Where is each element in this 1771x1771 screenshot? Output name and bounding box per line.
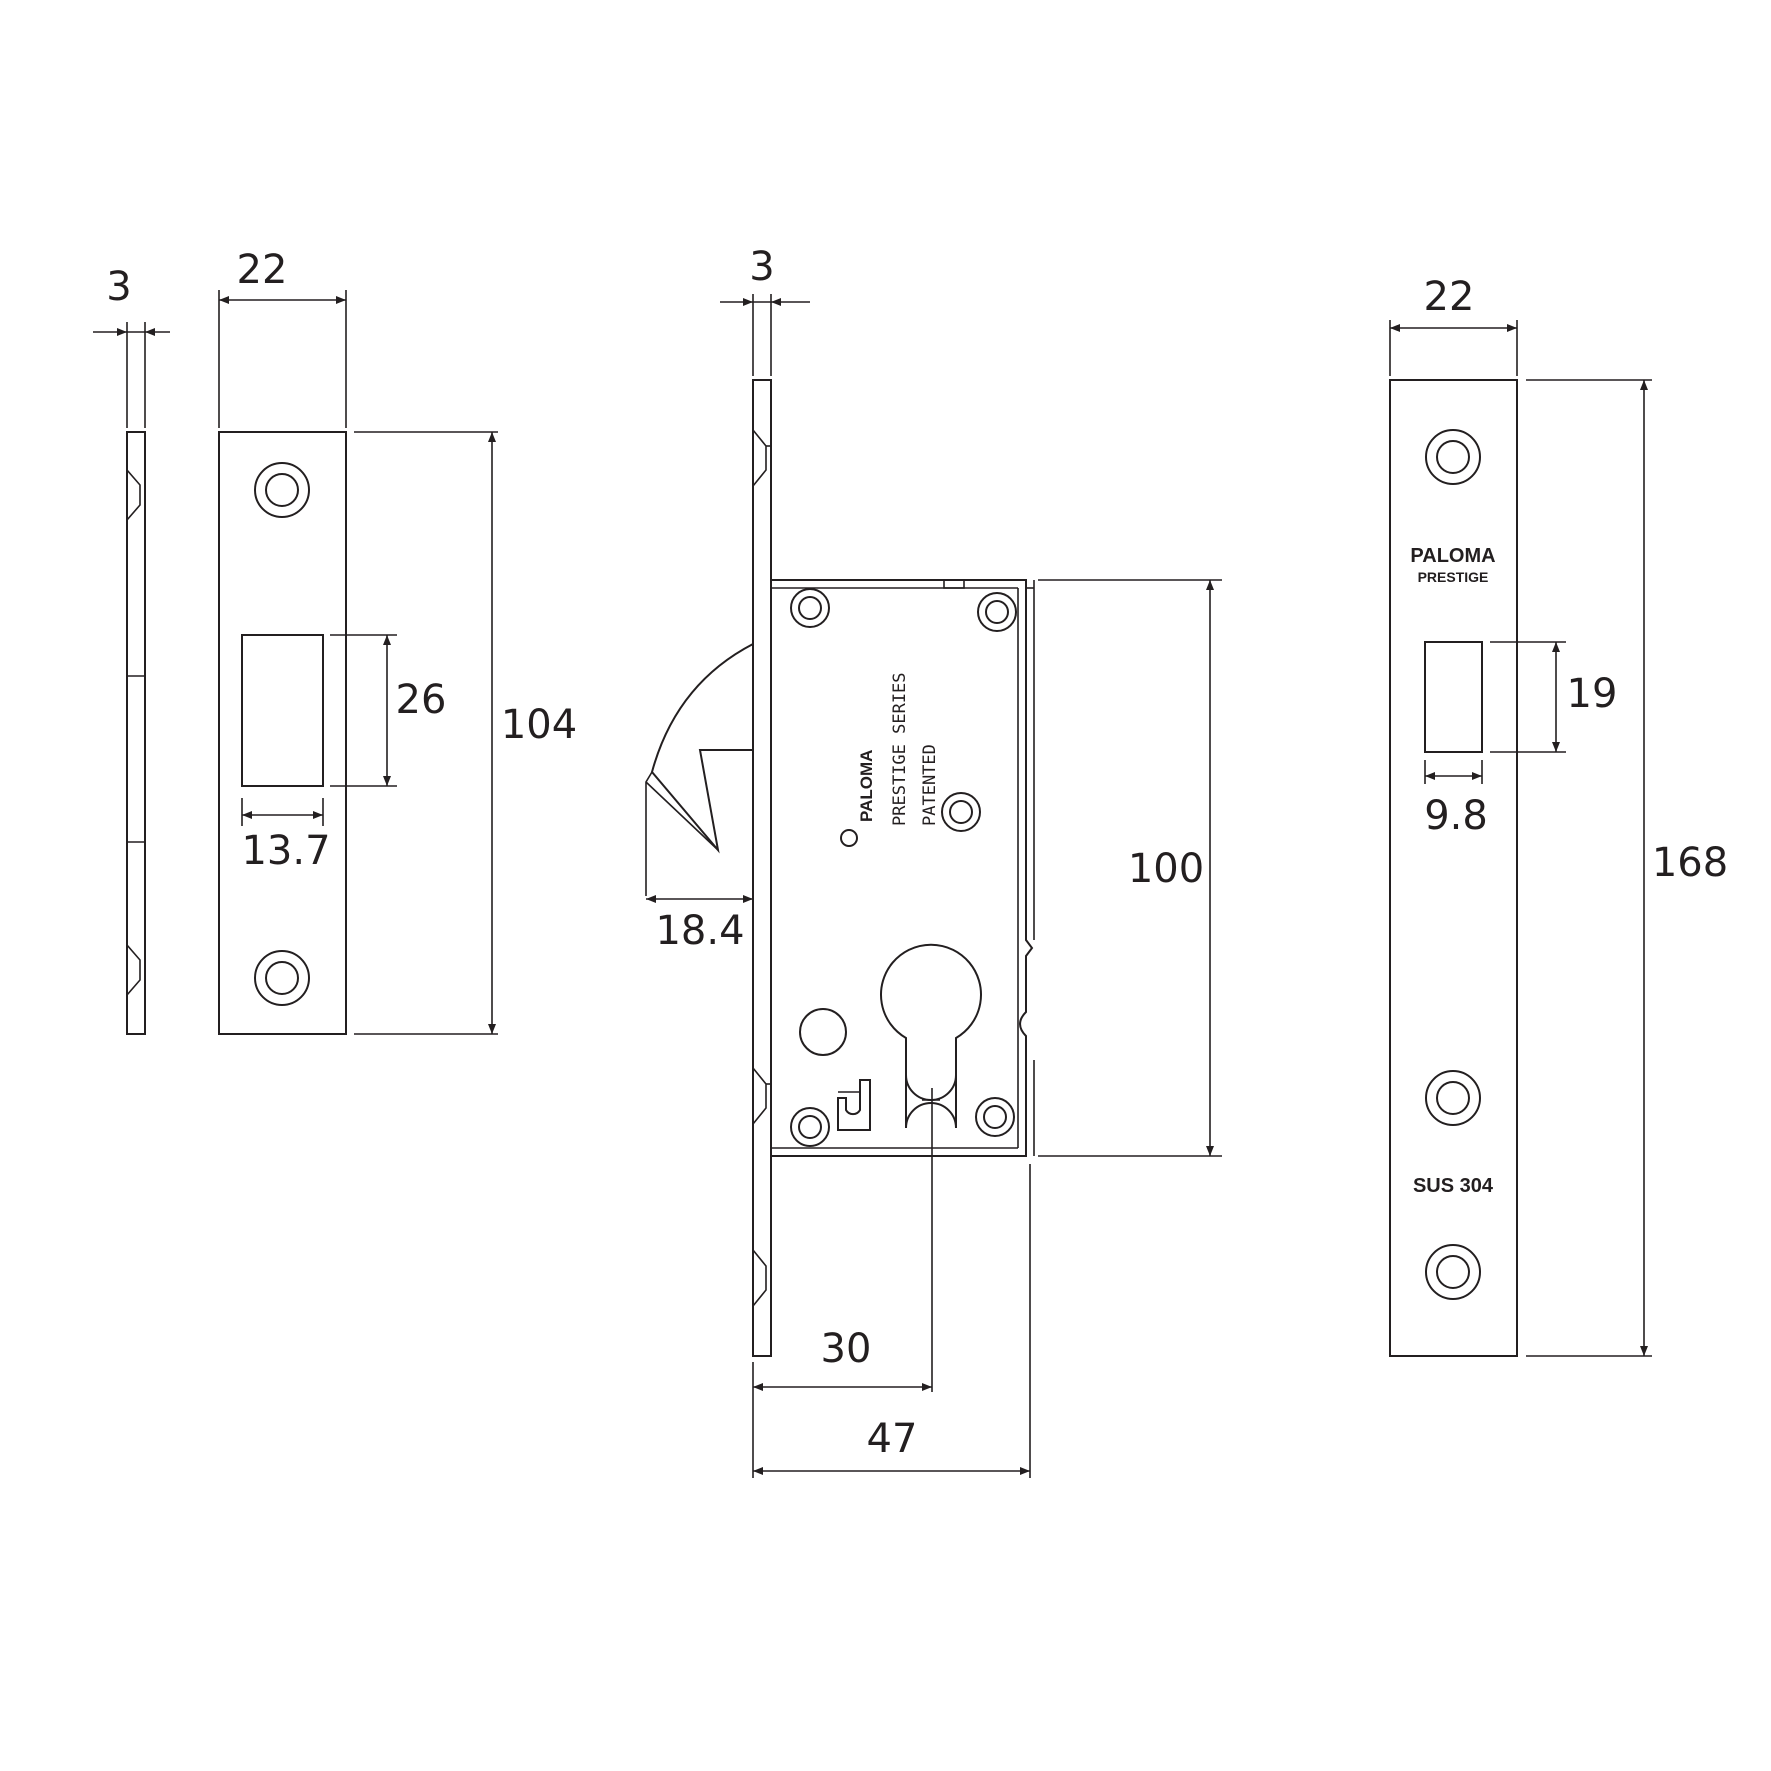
latch-opening-width-label: 9.8 bbox=[1424, 793, 1488, 839]
lock-body-view: PALOMA PRESTIGE SERIES PATENTED 3 18.4 1… bbox=[645, 244, 1222, 1478]
case-screw-hole-bottom-right bbox=[975, 1097, 1015, 1137]
strike-plate-front-view: 22 26 13.7 104 bbox=[218, 247, 577, 1035]
faceplate-screw-hole-1 bbox=[1425, 429, 1481, 485]
faceplate-series: PRESTIGE bbox=[1418, 569, 1489, 585]
strike-opening bbox=[241, 634, 324, 787]
latch-opening bbox=[1424, 641, 1483, 753]
strike-opening-width-label: 13.7 bbox=[241, 828, 330, 874]
strike-screw-hole-bottom bbox=[254, 950, 310, 1006]
case-screw-hole-top-right bbox=[977, 592, 1017, 632]
latch-opening-height-label: 19 bbox=[1567, 671, 1618, 717]
faceplate-screw-hole-2 bbox=[1425, 1070, 1481, 1126]
lock-faceplate-edge bbox=[752, 379, 772, 1357]
strike-opening-height-label: 26 bbox=[396, 677, 447, 723]
case-patented-text: PATENTED bbox=[920, 744, 940, 826]
case-spindle-hole bbox=[799, 1008, 847, 1056]
hook-bolt bbox=[650, 643, 754, 854]
faceplate-width-label: 22 bbox=[1424, 274, 1475, 320]
backset-label: 30 bbox=[821, 1326, 872, 1372]
faceplate-front-view: PALOMA PRESTIGE SUS 304 22 19 9.8 168 bbox=[1389, 274, 1728, 1357]
lock-case bbox=[770, 579, 1035, 1157]
case-series-text: PRESTIGE SERIES bbox=[890, 672, 910, 826]
strike-width-label: 22 bbox=[237, 247, 288, 293]
case-screw-hole-middle bbox=[941, 792, 981, 832]
case-small-hole bbox=[840, 829, 858, 847]
faceplate-logo: PALOMA bbox=[1410, 545, 1495, 567]
body-faceplate-thickness-label: 3 bbox=[749, 244, 774, 290]
faceplate-screw-hole-3 bbox=[1425, 1244, 1481, 1300]
side-strike-thickness-label: 3 bbox=[106, 264, 131, 310]
case-screw-hole-top-left bbox=[790, 588, 830, 628]
strike-plate-side-view: 3 bbox=[93, 264, 170, 1035]
faceplate-material: SUS 304 bbox=[1413, 1175, 1494, 1197]
strike-height-label: 104 bbox=[501, 702, 577, 748]
case-height-label: 100 bbox=[1128, 846, 1204, 892]
case-depth-label: 47 bbox=[867, 1416, 918, 1462]
hook-projection-label: 18.4 bbox=[655, 908, 744, 954]
case-logo: PALOMA bbox=[857, 750, 876, 822]
case-screw-hole-bottom-left bbox=[790, 1107, 830, 1147]
case-markings: PALOMA PRESTIGE SERIES PATENTED bbox=[857, 672, 940, 826]
faceplate-height-label: 168 bbox=[1652, 840, 1728, 886]
strike-screw-hole-top bbox=[254, 462, 310, 518]
